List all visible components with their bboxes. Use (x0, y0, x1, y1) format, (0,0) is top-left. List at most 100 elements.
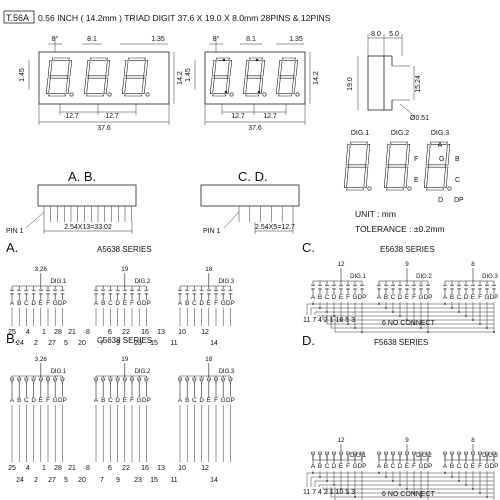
digit-label: DIG.2 (135, 279, 151, 285)
junction-dot (486, 496, 488, 498)
led-diode (192, 377, 197, 384)
led-diode (442, 284, 448, 287)
junction-dot (354, 496, 356, 498)
led-diode (177, 377, 183, 384)
segment-label: C (192, 300, 197, 307)
side-height-label: 19.0 (347, 77, 354, 91)
led-diode (101, 289, 106, 292)
segment-e (423, 166, 429, 188)
common-pin-label: 18 (205, 356, 213, 363)
pin-number: 6 (108, 465, 112, 472)
segment-label: C (457, 294, 462, 301)
led-diode (418, 284, 424, 287)
pin-number: 11 (170, 340, 177, 347)
segment-label: A (443, 463, 448, 470)
segment-e (343, 166, 349, 188)
pin-number: 11 (170, 477, 177, 484)
segment-d (211, 93, 227, 97)
common-pin-label: 8 (471, 261, 475, 268)
digit-label: DIG.2 (135, 369, 151, 375)
led-diode (345, 451, 351, 458)
segment-label: B (384, 463, 388, 470)
segment-label: E (339, 294, 343, 301)
pitch-label: 8.1 (87, 36, 97, 43)
segment-f (425, 144, 431, 166)
segment-label: DP (226, 300, 235, 307)
junction-dot (458, 480, 460, 482)
led-diode (470, 451, 476, 458)
seg-label-e: E (414, 177, 419, 184)
segment-label: A (94, 300, 99, 307)
led-diode (38, 377, 44, 384)
segment-a (89, 57, 109, 61)
segment-b (260, 60, 266, 77)
pin1-leader (25, 211, 45, 229)
led-diode (352, 284, 358, 287)
code-box (3, 10, 35, 24)
junction-dot (479, 323, 481, 325)
led-diode (397, 284, 403, 287)
segment-e (209, 77, 215, 94)
segment-label: G (485, 463, 490, 470)
segment-b (67, 60, 73, 77)
legend-digits (343, 141, 452, 191)
led-diode (220, 377, 226, 384)
pin-number: 23 (134, 477, 142, 484)
segment-label: C (325, 463, 330, 470)
pin-number: 25 (8, 329, 16, 336)
segment-d (385, 187, 405, 191)
led-diode (108, 377, 113, 384)
led-diode (52, 377, 58, 384)
led-diode (136, 377, 142, 384)
segment-label: E (39, 397, 43, 404)
segment-label: A (377, 463, 382, 470)
led-diode (317, 451, 323, 458)
led-diode (228, 377, 233, 384)
segment-b (293, 60, 299, 77)
common-pin-label: 3,26 (35, 356, 48, 363)
common-pin-label: 12 (337, 437, 345, 444)
side-body (367, 55, 385, 111)
segment-label: B (101, 300, 105, 307)
led-diode (324, 284, 330, 287)
pin-number: 1 (42, 329, 46, 336)
unit-label: UNIT : mm (355, 209, 396, 219)
segment-label: C (108, 300, 113, 307)
segment-b (105, 60, 111, 77)
led-diode (31, 377, 36, 384)
segment-e (242, 77, 248, 94)
segment-label: C (391, 463, 396, 470)
led-diode (221, 289, 226, 292)
junction-dot (319, 307, 321, 309)
segment-g (87, 75, 107, 79)
led-diode (442, 451, 448, 458)
segment-label: C (391, 294, 396, 301)
segment-f (123, 60, 129, 77)
pin-view-title: C. D. (238, 169, 268, 184)
segment-e (45, 77, 51, 94)
common-pin-label: 3,26 (35, 266, 48, 273)
left-height-label: 1.45 (185, 68, 192, 82)
segment-e (383, 166, 389, 188)
segment-label: D (31, 397, 36, 404)
segment-c (103, 77, 109, 94)
segment-label: D (115, 397, 120, 404)
segment-d (47, 93, 67, 97)
led-diode (477, 451, 483, 458)
segment-a (127, 57, 147, 61)
segment-label: B (318, 294, 322, 301)
segment-label: F (130, 300, 134, 307)
segment-dp (229, 92, 234, 97)
pin-view-body (200, 184, 300, 207)
segment-label: E (207, 300, 211, 307)
height-label: 14.2 (177, 71, 184, 85)
dim-b-label: 12.7 (105, 113, 119, 120)
digit-label: DIG.2 (416, 453, 432, 459)
led-diode (206, 289, 211, 292)
digit-label: DIG.1 (350, 274, 366, 280)
led-diode (345, 284, 351, 287)
segment-label: E (39, 300, 43, 307)
pin-number: 8 (86, 329, 90, 336)
digit-label: DIG.1 (51, 369, 67, 375)
